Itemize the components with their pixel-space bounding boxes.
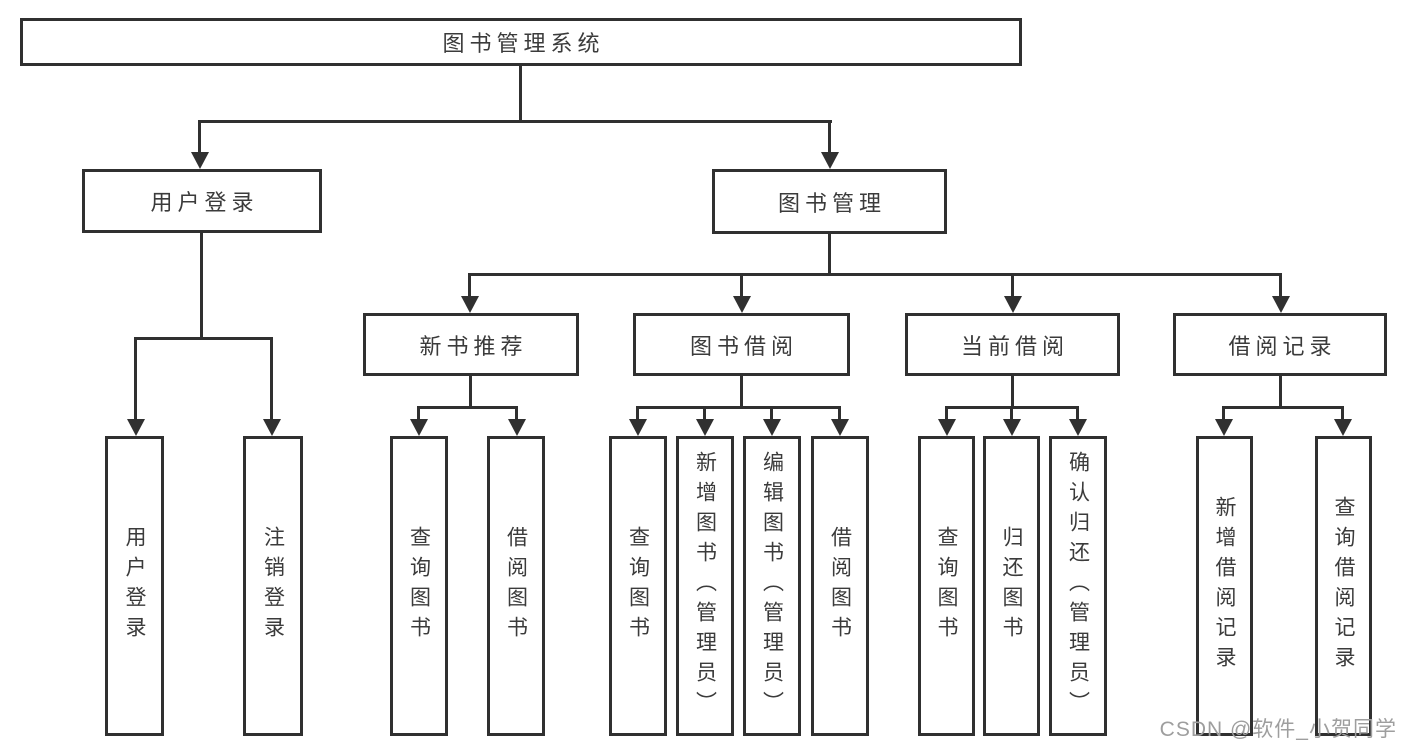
leaf-label: 确认归还（管理员） (1066, 451, 1090, 721)
leaf-cb-return-books: 归还图书 (983, 436, 1040, 736)
connector-new-book-trunk (469, 376, 472, 406)
arrow-to-rec-add-record-icon (1214, 406, 1233, 436)
leaf-nb-borrow-books: 借阅图书 (487, 436, 545, 736)
arrow-to-current-borrowing-icon (1003, 273, 1022, 313)
leaf-logout: 注销登录 (243, 436, 303, 736)
node-label: 借阅记录 (1228, 333, 1337, 359)
node-label: 用户登录 (150, 190, 259, 215)
arrow-to-cb-return-books-icon (1002, 406, 1021, 436)
leaf-rec-query-borrow-record: 查询借阅记录 (1315, 436, 1372, 736)
arrow-to-cb-query-books-icon (937, 406, 956, 436)
connector-borrowing-records-trunk (1279, 376, 1282, 406)
leaf-rec-add-borrow-record: 新增借阅记录 (1196, 436, 1253, 736)
connector-book-management-trunk (828, 234, 831, 273)
arrow-to-nb-borrow-books-icon (507, 406, 526, 436)
leaf-bb-query-books: 查询图书 (609, 436, 667, 736)
leaf-cb-query-books: 查询图书 (918, 436, 975, 736)
leaf-label: 查询图书 (626, 526, 650, 646)
leaf-label: 新增图书（管理员） (693, 451, 717, 721)
leaf-label: 编辑图书（管理员） (760, 451, 784, 721)
leaf-label: 借阅图书 (828, 526, 852, 646)
csdn-watermark: CSDN @软件_小贺同学 (1159, 718, 1397, 741)
connector-root-trunk (519, 64, 522, 120)
connector-root-bar (198, 120, 832, 123)
leaf-label: 注销登录 (261, 526, 285, 646)
leaf-label: 用户登录 (123, 526, 146, 646)
arrow-to-leaf-logout-icon (262, 337, 281, 436)
leaf-bb-edit-books-admin: 编辑图书（管理员） (743, 436, 801, 736)
connector-user-login-bar (134, 337, 273, 340)
arrow-to-bb-query-books-icon (628, 406, 647, 436)
leaf-user-login: 用户登录 (105, 436, 164, 736)
arrow-to-rec-query-record-icon (1333, 406, 1352, 436)
node-label: 图书借阅 (689, 333, 798, 359)
leaf-cb-confirm-return-admin: 确认归还（管理员） (1049, 436, 1107, 736)
arrow-to-leaf-user-login-icon (126, 337, 145, 436)
arrow-to-bb-borrow-books-icon (830, 406, 849, 436)
connector-current-borrowing-trunk (1011, 376, 1014, 406)
node-label: 图书管理 (777, 190, 886, 216)
node-label: 新书推荐 (419, 333, 528, 359)
arrow-to-book-management-icon (820, 120, 839, 169)
node-new-book-recommendation: 新书推荐 (363, 313, 579, 376)
leaf-label: 借阅图书 (504, 526, 528, 646)
node-current-borrowing: 当前借阅 (905, 313, 1120, 376)
leaf-label: 新增借阅记录 (1213, 496, 1236, 676)
leaf-label: 查询借阅记录 (1332, 496, 1355, 676)
connector-user-login-trunk (200, 233, 203, 337)
arrow-to-book-borrowing-icon (732, 273, 751, 313)
connector-book-borrowing-trunk (740, 376, 743, 406)
arrow-to-bb-add-books-icon (695, 406, 714, 436)
node-label: 图书管理系统 (442, 31, 605, 56)
arrow-to-new-book-recommendation-icon (460, 273, 479, 313)
leaf-bb-add-books-admin: 新增图书（管理员） (676, 436, 734, 736)
arrow-to-nb-query-books-icon (409, 406, 428, 436)
arrow-to-user-login-icon (190, 120, 209, 169)
leaf-nb-query-books: 查询图书 (390, 436, 448, 736)
leaf-bb-borrow-books: 借阅图书 (811, 436, 869, 736)
node-user-login: 用户登录 (82, 169, 322, 233)
node-borrowing-records: 借阅记录 (1173, 313, 1387, 376)
arrow-to-borrowing-records-icon (1271, 273, 1290, 313)
leaf-label: 查询图书 (935, 526, 958, 646)
node-book-borrowing: 图书借阅 (633, 313, 850, 376)
connector-book-borrowing-bar (636, 406, 841, 409)
arrow-to-cb-confirm-return-icon (1068, 406, 1087, 436)
connector-new-book-bar (417, 406, 518, 409)
connector-book-management-bar (468, 273, 1282, 276)
node-library-management-system: 图书管理系统 (20, 18, 1022, 66)
leaf-label: 归还图书 (1000, 526, 1023, 646)
node-label: 当前借阅 (960, 333, 1069, 359)
connector-borrowing-records-bar (1222, 406, 1343, 409)
node-book-management: 图书管理 (712, 169, 947, 234)
arrow-to-bb-edit-books-icon (762, 406, 781, 436)
leaf-label: 查询图书 (407, 526, 431, 646)
